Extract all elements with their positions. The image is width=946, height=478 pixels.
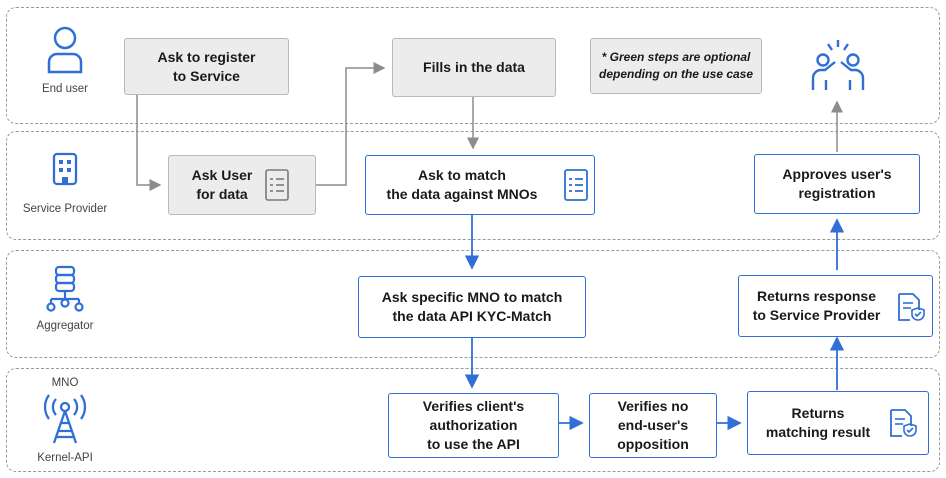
step-ask-to-register: Ask to register to Service	[124, 38, 289, 95]
step-returns-response: Returns response to Service Provider	[738, 275, 933, 337]
optional-steps-note-text: * Green steps are optional depending on …	[598, 50, 754, 81]
step-verifies-authorization-label: Verifies client's authorization to use t…	[422, 398, 525, 452]
lane-label-end-user: End user	[41, 83, 89, 95]
step-fills-in-data-label: Fills in the data	[423, 59, 525, 75]
step-returns-matching-result-label: Returns matching result	[765, 405, 871, 440]
document-check-icon	[890, 409, 917, 437]
building-icon	[52, 152, 78, 186]
step-verifies-authorization: Verifies client's authorization to use t…	[388, 393, 559, 458]
optional-steps-note: * Green steps are optional depending on …	[590, 38, 762, 94]
step-approves-registration: Approves user's registration	[754, 154, 920, 214]
step-ask-specific-mno-label: Ask specific MNO to match the data API K…	[381, 289, 563, 324]
lane-mno	[6, 368, 940, 472]
step-returns-response-label: Returns response to Service Provider	[752, 288, 881, 323]
lane-label-mno: MNO	[51, 377, 79, 389]
database-network-icon	[46, 265, 84, 312]
step-ask-to-match-label: Ask to match the data against MNOs	[386, 167, 538, 202]
checklist-icon	[265, 169, 289, 201]
step-returns-matching-result: Returns matching result	[747, 391, 929, 455]
person-icon	[47, 26, 83, 74]
step-verifies-no-opposition: Verifies no end-user's opposition	[589, 393, 717, 458]
document-check-icon	[898, 293, 925, 321]
step-ask-to-register-label: Ask to register to Service	[157, 48, 256, 84]
step-ask-specific-mno: Ask specific MNO to match the data API K…	[358, 276, 586, 338]
lane-aggregator	[6, 250, 940, 358]
people-celebrate-icon	[811, 40, 865, 90]
step-verifies-no-opposition-label: Verifies no end-user's opposition	[617, 398, 689, 452]
lane-label-service-provider: Service Provider	[22, 203, 108, 215]
step-approves-registration-label: Approves user's registration	[782, 166, 892, 201]
step-ask-to-match: Ask to match the data against MNOs	[365, 155, 595, 215]
step-ask-user-for-data-label: Ask User for data	[191, 167, 253, 202]
step-ask-user-for-data: Ask User for data	[168, 155, 316, 215]
antenna-icon	[43, 394, 87, 444]
checklist-icon	[564, 169, 588, 201]
lane-label-aggregator: Aggregator	[36, 320, 94, 332]
lane-label-kernel-api: Kernel-API	[37, 452, 93, 464]
step-fills-in-data: Fills in the data	[392, 38, 556, 97]
